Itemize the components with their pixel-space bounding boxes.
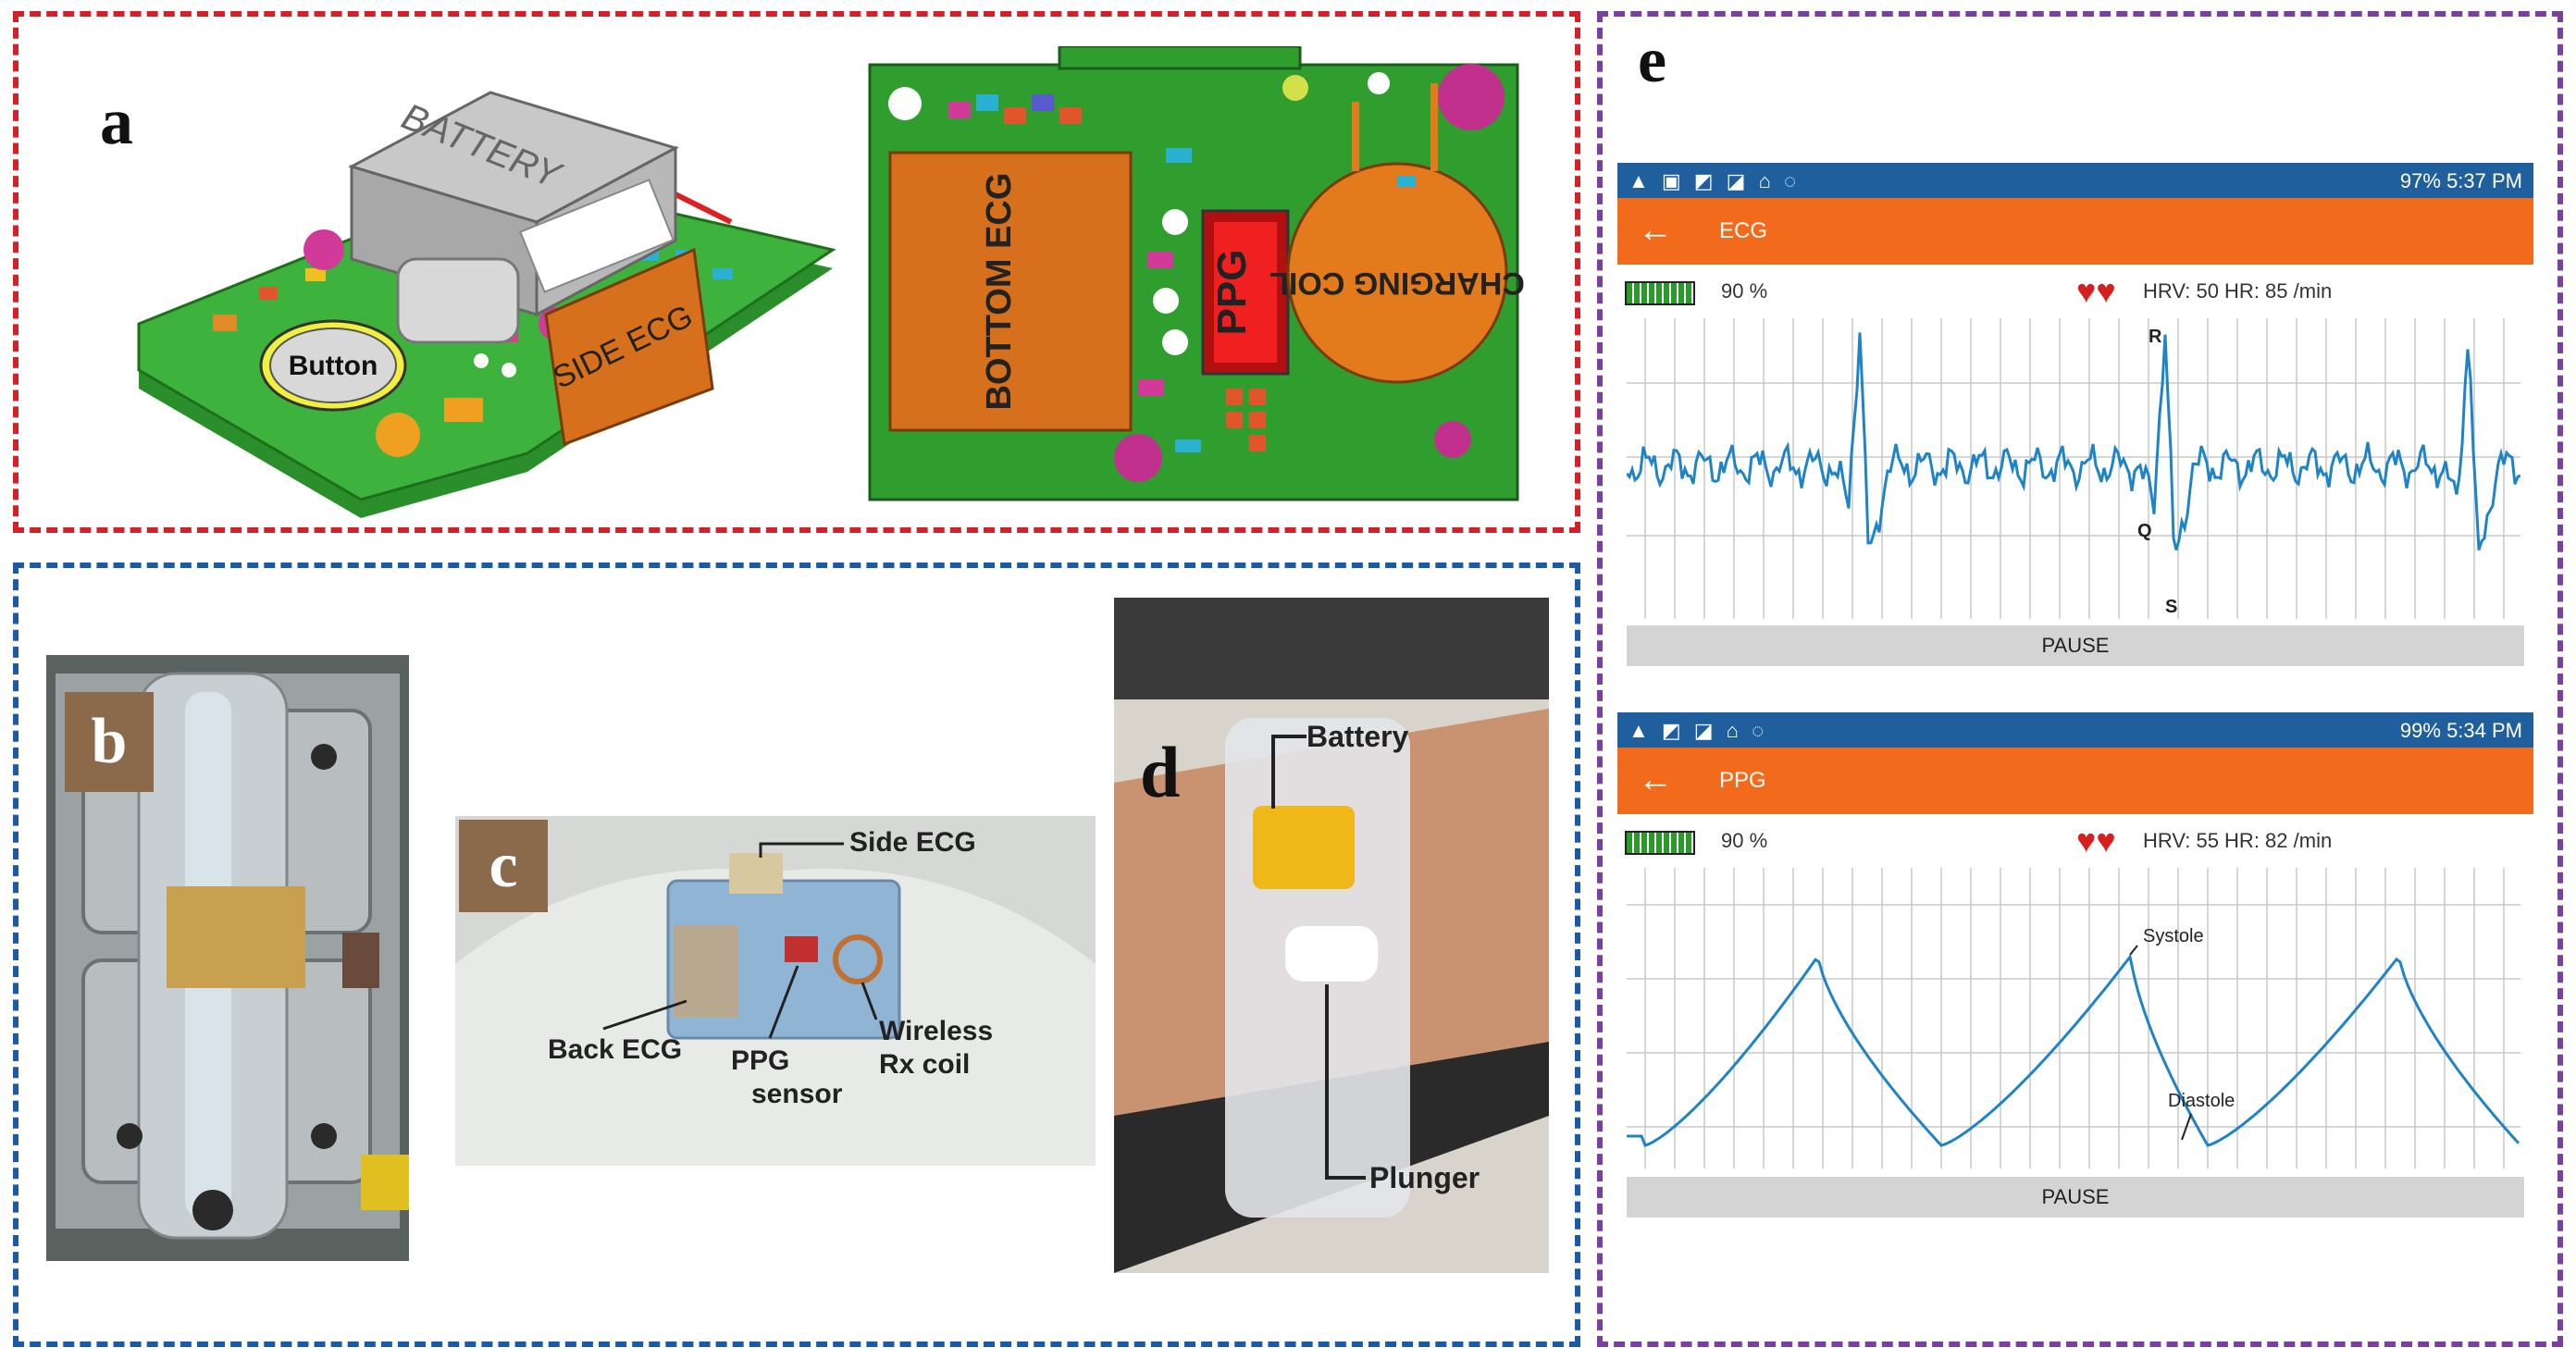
back-ecg-callout: Back ECG xyxy=(548,1034,683,1065)
panel-e-frame xyxy=(1597,11,2563,1347)
battery-icon xyxy=(1625,831,1695,855)
panel-letter-b: b xyxy=(65,692,154,792)
ecg-waveform-chart: R Q S xyxy=(1627,318,2520,619)
ppg-waveform-chart: Systole Diastole xyxy=(1627,868,2520,1168)
panel-d-leader-lines xyxy=(1271,735,1366,1180)
battery-icon xyxy=(1625,281,1695,305)
charging-coil-label: CHARGING COIL xyxy=(1269,266,1525,301)
ecg-hr-text: HRV: 50 HR: 85 /min xyxy=(2143,279,2333,303)
wireless-coil-callout-line1: Wireless xyxy=(879,1016,994,1046)
panel-letter-a: a xyxy=(100,84,133,158)
button-label: Button xyxy=(289,351,378,381)
panel-a-frame xyxy=(13,11,1580,533)
pcb-top-view-illustration: BOTTOM ECG PPG CHARGING COIL xyxy=(868,46,1525,501)
battery-callout: Battery xyxy=(1307,720,1409,753)
ecg-pause-button[interactable]: PAUSE xyxy=(1627,625,2524,666)
back-arrow-icon[interactable]: ← xyxy=(1638,760,1673,799)
panel-letter-d: d xyxy=(1140,732,1181,812)
bottom-ecg-label: BOTTOM ECG xyxy=(980,173,1019,411)
ecg-app-screen: ▲ ▣ ◩ ◪ ⌂ ◌ 97% 5:37 PM ← ECG 90 % ♥♥ HR… xyxy=(1617,163,2533,676)
side-ecg-callout: Side ECG xyxy=(849,827,976,858)
ppg-sensor-callout-line1: PPG xyxy=(731,1045,790,1076)
ecg-r-label: R xyxy=(2149,327,2162,347)
ppg-title: PPG xyxy=(1719,768,1766,793)
ppg-status-bar: ▲ ◩ ◪ ⌂ ◌ 99% 5:34 PM xyxy=(1617,712,2533,748)
systole-label: Systole xyxy=(2143,926,2204,946)
ppg-hr-text: HRV: 55 HR: 82 /min xyxy=(2143,829,2333,852)
status-icons-left: ▲ ◩ ◪ ⌂ ◌ xyxy=(1629,719,1768,742)
ecg-app-bar: ← ECG xyxy=(1617,198,2533,265)
ppg-app-screen: ▲ ◩ ◪ ⌂ ◌ 99% 5:34 PM ← PPG 90 % ♥♥ HRV:… xyxy=(1617,712,2533,1226)
plunger-callout: Plunger xyxy=(1369,1161,1480,1194)
ppg-battery-text: 90 % xyxy=(1721,829,1768,852)
ppg-pause-button[interactable]: PAUSE xyxy=(1627,1177,2524,1218)
ecg-battery-text: 90 % xyxy=(1721,279,1768,303)
ppg-sensor-callout-line2: sensor xyxy=(751,1079,843,1109)
mold-photo xyxy=(46,655,409,1261)
ecg-status-right: 97% 5:37 PM xyxy=(2399,169,2522,192)
wireless-coil-callout-line2: Rx coil xyxy=(879,1049,971,1080)
diastole-label: Diastole xyxy=(2168,1091,2235,1111)
ecg-s-label: S xyxy=(2165,597,2177,617)
pcb-isometric-illustration: BATTERY Button SIDE ECG xyxy=(137,91,836,518)
panel-bcd-frame xyxy=(13,563,1580,1347)
ppg-label: PPG xyxy=(1209,250,1255,336)
ppg-status-right: 99% 5:34 PM xyxy=(2399,719,2522,742)
back-arrow-icon[interactable]: ← xyxy=(1638,211,1673,250)
ecg-title: ECG xyxy=(1719,218,1768,243)
device-photo xyxy=(455,816,1096,1166)
ppg-app-bar: ← PPG xyxy=(1617,748,2533,814)
panel-c-leader-lines xyxy=(602,842,878,1039)
panel-letter-c: c xyxy=(459,820,548,912)
panel-letter-e: e xyxy=(1638,25,1667,96)
status-icons-left: ▲ ▣ ◩ ◪ ⌂ ◌ xyxy=(1629,169,1801,192)
heart-icon: ♥♥ xyxy=(2076,822,2116,859)
heart-icon: ♥♥ xyxy=(2076,272,2116,310)
ecg-status-bar: ▲ ▣ ◩ ◪ ⌂ ◌ 97% 5:37 PM xyxy=(1617,163,2533,198)
ecg-q-label: Q xyxy=(2137,521,2152,541)
wristband-photo xyxy=(1114,598,1549,1273)
